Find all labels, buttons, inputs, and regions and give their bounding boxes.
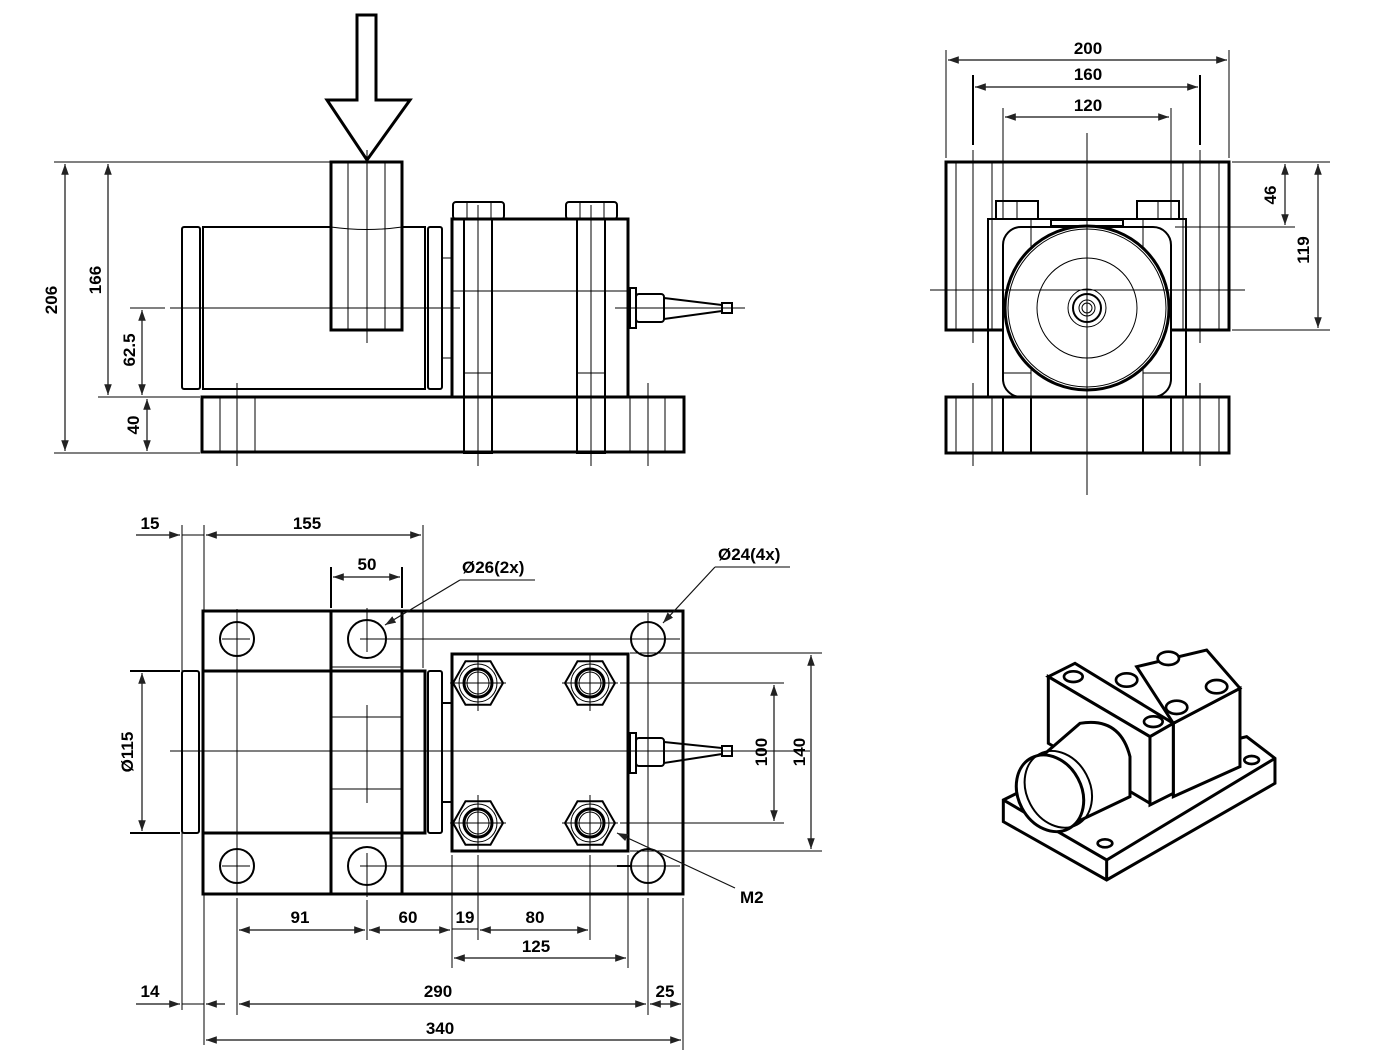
dim-166: 166 xyxy=(86,266,105,294)
side-bolt-left xyxy=(452,201,505,466)
dim-14: 14 xyxy=(141,982,160,1001)
top-view: 15 155 50 Ø115 100 140 xyxy=(118,514,822,1050)
dim-46: 46 xyxy=(1261,186,1280,205)
top-bolts xyxy=(450,655,618,851)
dim-62-5: 62.5 xyxy=(120,333,139,366)
dim-160: 160 xyxy=(1074,65,1102,84)
dim-340: 340 xyxy=(426,1019,454,1038)
top-dimensions: 15 155 50 Ø115 100 140 xyxy=(118,514,822,1050)
dim-60: 60 xyxy=(399,908,418,927)
top-mount-block xyxy=(450,652,630,853)
dim-diameter-115: Ø115 xyxy=(118,732,137,773)
dim-290: 290 xyxy=(424,982,452,1001)
hex-bolt-icon xyxy=(562,795,618,851)
dim-91: 91 xyxy=(291,908,310,927)
dim-50: 50 xyxy=(358,555,377,574)
end-dimensions: 200 160 120 46 119 xyxy=(945,39,1330,331)
dim-19: 19 xyxy=(456,908,475,927)
dim-140: 140 xyxy=(790,738,809,766)
hex-bolt-icon xyxy=(562,655,618,711)
dim-200: 200 xyxy=(1074,39,1102,58)
top-cable-gland-icon xyxy=(629,732,733,774)
hex-bolt-icon xyxy=(450,795,506,851)
dim-119: 119 xyxy=(1294,236,1313,263)
dim-100: 100 xyxy=(752,738,771,766)
dim-120: 120 xyxy=(1074,96,1102,115)
isometric-view xyxy=(1001,648,1277,882)
dim-206: 206 xyxy=(42,286,61,314)
dim-25: 25 xyxy=(656,982,675,1001)
callout-screw-m2: M2 xyxy=(740,888,764,907)
callout-load-holes: Ø26(2x) xyxy=(462,558,524,577)
dim-80: 80 xyxy=(526,908,545,927)
hex-bolt-icon xyxy=(450,655,506,711)
dim-40: 40 xyxy=(124,416,143,435)
callouts: Ø26(2x) Ø24(4x) M2 xyxy=(384,545,790,907)
side-base-plate xyxy=(200,395,686,454)
dim-15: 15 xyxy=(141,514,160,533)
side-view: 206 166 62.5 40 xyxy=(42,13,745,466)
side-bolt-right xyxy=(565,201,618,466)
dim-155: 155 xyxy=(293,514,321,533)
side-dimensions: 206 166 62.5 40 xyxy=(42,161,330,454)
side-cable-gland-icon xyxy=(615,287,745,329)
dim-125: 125 xyxy=(522,937,550,956)
end-view: 200 160 120 46 119 xyxy=(930,39,1330,495)
callout-base-holes: Ø24(4x) xyxy=(718,545,780,564)
load-arrow-icon xyxy=(324,13,413,163)
base-holes xyxy=(219,608,680,897)
